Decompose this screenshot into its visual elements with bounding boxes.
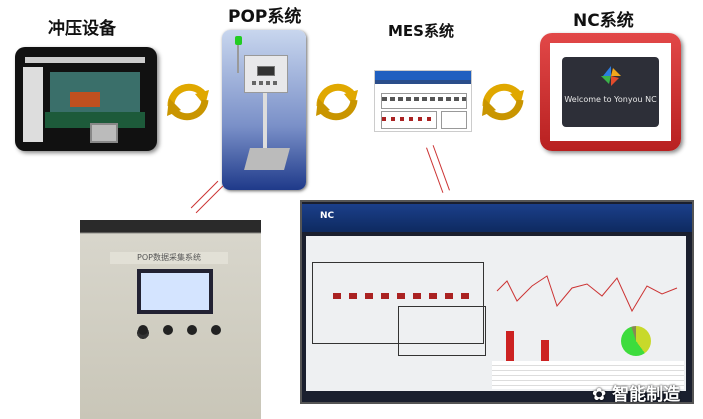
yonyou-logo-icon	[600, 66, 621, 86]
link-arrow-mes	[426, 145, 450, 193]
nc-system-illustration: Welcome to Yonyou NC	[540, 33, 681, 151]
sync-cycle-icon	[482, 83, 524, 121]
label-nc: NC系统	[573, 11, 634, 31]
nc-logo: NC	[320, 211, 335, 221]
wechat-icon: ✿	[592, 385, 607, 405]
watermark: ✿ 智能制造	[592, 385, 681, 405]
label-mes: MES系统	[388, 22, 454, 40]
trend-line-chart	[496, 275, 678, 313]
welcome-text: Welcome to Yonyou NC	[564, 95, 657, 104]
link-arrow-pop	[190, 180, 224, 214]
pop-panel-photo: POP数据采集系统	[80, 220, 261, 419]
sync-cycle-icon	[316, 83, 358, 121]
sync-cycle-icon	[167, 83, 209, 121]
label-press: 冲压设备	[48, 19, 116, 39]
mes-screenshot	[374, 70, 472, 132]
nc-dashboard-photo: NC ✿ 智能制造	[300, 200, 694, 405]
pop-terminal-illustration	[222, 30, 306, 190]
pie-chart	[621, 326, 651, 356]
pop-panel-title: POP数据采集系统	[110, 252, 228, 264]
label-pop: POP系统	[228, 7, 302, 27]
press-equipment-photo	[15, 47, 157, 151]
